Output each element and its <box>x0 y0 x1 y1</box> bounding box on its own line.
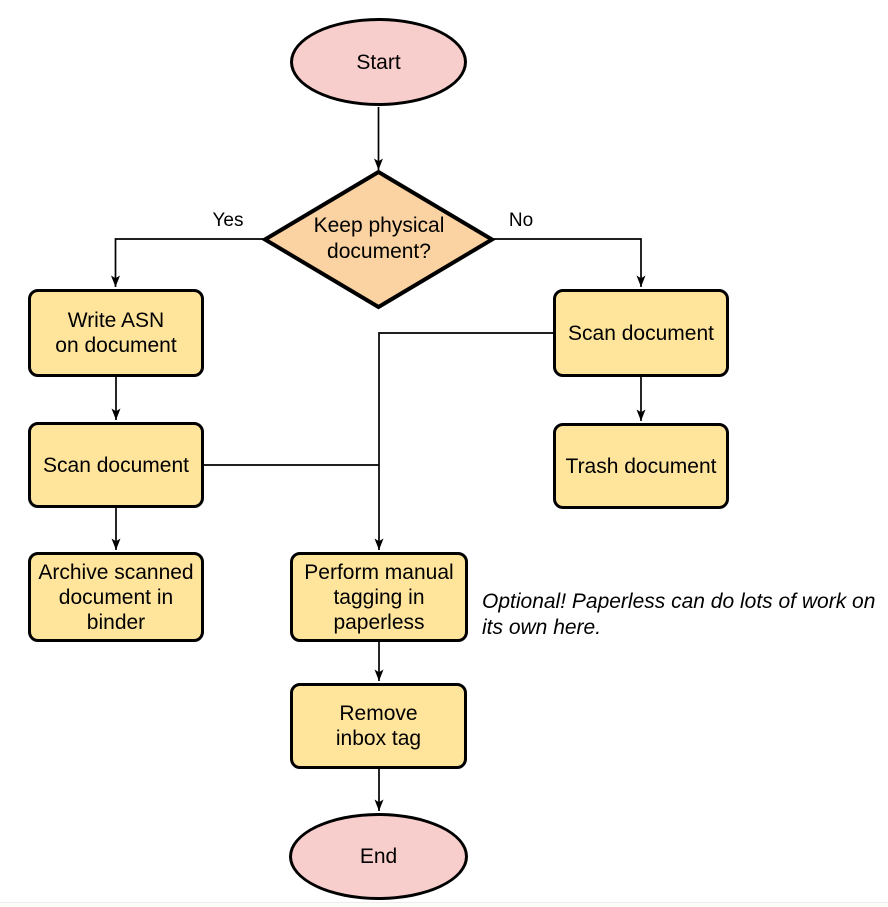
edge-scan-discard-to-tagging <box>374 332 553 550</box>
annotation-note: Optional! Paperless can do lots of work … <box>482 590 876 639</box>
start-node-label: Start <box>356 50 401 74</box>
write-asn-node-label: Write ASN on document <box>55 309 177 357</box>
edge-label-yes: Yes <box>212 210 244 231</box>
write-asn-node: Write ASN on document <box>28 289 204 377</box>
scan-document-keep-node: Scan document <box>28 422 204 508</box>
scan-document-discard-node: Scan document <box>553 289 729 377</box>
bottom-strip <box>0 903 888 907</box>
trash-document-label: Trash document <box>565 454 717 478</box>
edge-decision-yes-to-write-asn <box>111 238 265 287</box>
scan-document-discard-label: Scan document <box>568 321 714 345</box>
remove-inbox-tag-label: Remove inbox tag <box>335 702 422 750</box>
manual-tagging-node: Perform manual tagging in paperless <box>290 552 468 642</box>
end-node: End <box>289 813 468 900</box>
edge-decision-no-to-scan <box>491 238 646 287</box>
trash-document-node: Trash document <box>553 423 729 509</box>
scan-document-keep-label: Scan document <box>43 453 189 477</box>
archive-node: Archive scanned document in binder <box>28 552 204 642</box>
decision-node-label: Keep physical document? <box>313 214 445 263</box>
decision-node: Keep physical document? <box>266 174 492 304</box>
decision-diamond-shape <box>261 169 496 310</box>
end-node-label: End <box>359 845 398 868</box>
bottom-divider <box>0 902 888 903</box>
remove-inbox-tag-node: Remove inbox tag <box>290 683 467 769</box>
start-node: Start <box>290 18 467 106</box>
edge-label-no: No <box>508 210 534 231</box>
manual-tagging-label: Perform manual tagging in paperless <box>304 560 454 634</box>
archive-node-label: Archive scanned document in binder <box>38 560 194 634</box>
